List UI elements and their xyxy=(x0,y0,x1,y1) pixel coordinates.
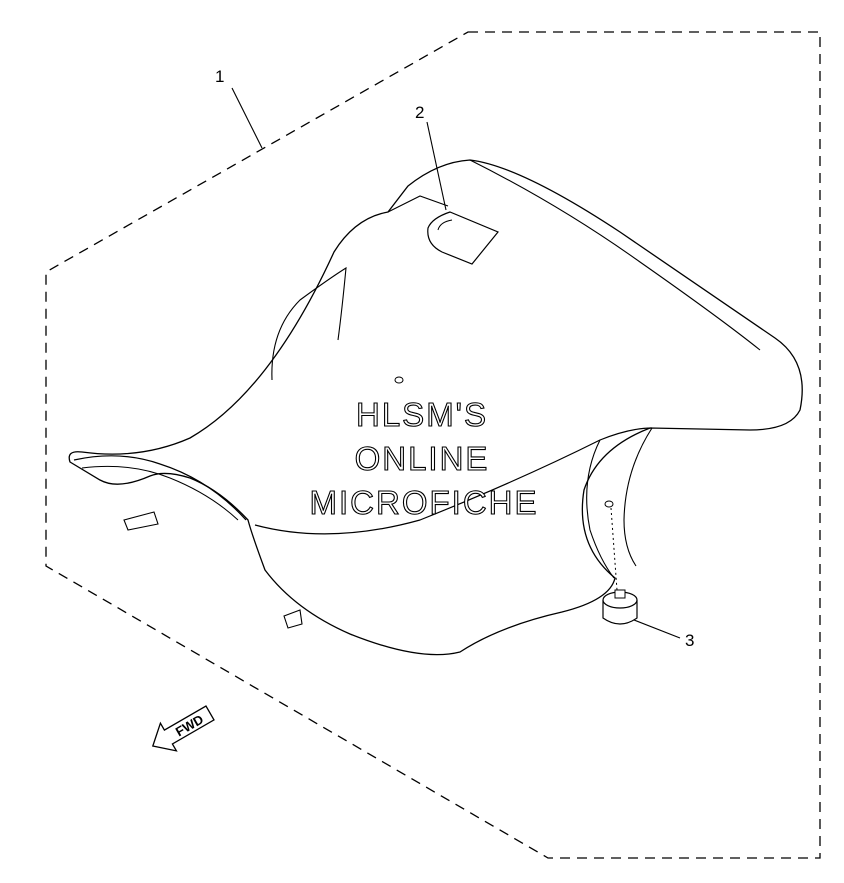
seat-tail-contour xyxy=(73,455,247,521)
seat-left-panel xyxy=(271,266,347,381)
strap-base xyxy=(387,195,449,213)
strap-loop xyxy=(437,219,453,231)
watermark-line-2: ONLINE xyxy=(355,440,490,477)
fwd-arrow-icon: FWD xyxy=(151,705,215,752)
seat-outline xyxy=(68,159,803,656)
damper-placement-line xyxy=(610,507,618,591)
seat-tail-inner xyxy=(81,465,239,521)
mounting-hole-center xyxy=(394,376,404,384)
callout-3: 3 xyxy=(685,631,694,650)
seat-right-panel-inner xyxy=(623,427,653,567)
leader-line-2 xyxy=(426,121,447,211)
seat-rear-edge xyxy=(469,159,761,351)
callout-2: 2 xyxy=(415,103,424,122)
damper-part xyxy=(602,589,638,625)
seat-tab-front xyxy=(123,511,159,531)
watermark-line-3: MICROFICHE xyxy=(310,484,539,521)
mounting-hole-right xyxy=(604,500,614,508)
seat-center-contour xyxy=(254,427,653,535)
seat-right-panel xyxy=(586,439,615,579)
assembly-boundary xyxy=(45,31,821,859)
leader-line-1 xyxy=(231,87,263,149)
callout-1: 1 xyxy=(215,67,224,86)
watermark-line-1: HLSM'S xyxy=(356,396,488,433)
strap-part xyxy=(427,211,499,265)
seat-tab-bottom xyxy=(283,609,303,629)
leader-line-3 xyxy=(633,619,681,639)
